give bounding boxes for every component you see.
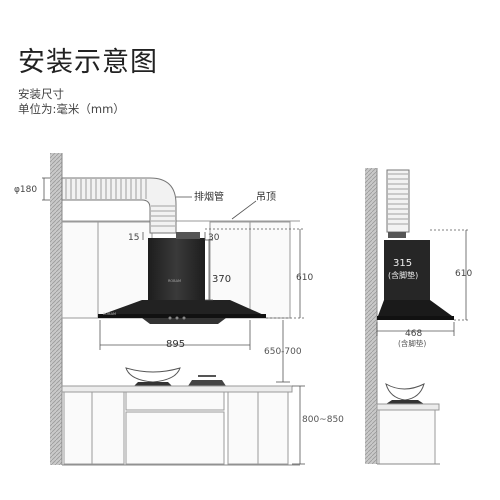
- hob-distance-label: 650-700: [264, 347, 302, 357]
- side-hood: [377, 232, 454, 320]
- dim-hob-distance: [276, 320, 290, 383]
- ceiling-leader: [231, 200, 257, 220]
- side-total-height-label: 610: [455, 269, 472, 279]
- hood-brand-text: ROBAM: [103, 312, 116, 316]
- stove: [125, 367, 226, 386]
- top-gap-left-label: 15: [128, 233, 139, 243]
- lower-cabinets: [61, 385, 293, 465]
- chimney-brand-text: ROBAM: [168, 279, 181, 283]
- dim-top-gaps: [142, 232, 206, 240]
- body-height-label: 370: [212, 274, 231, 285]
- side-depth-label: 468: [405, 329, 422, 339]
- hood-top-bracket: [176, 232, 200, 239]
- dim-body-height: [205, 239, 213, 301]
- width-label: 895: [166, 339, 185, 350]
- side-depth-note: (含脚垫): [398, 338, 426, 348]
- side-wall: [365, 168, 377, 464]
- dim-side-total-height: [430, 229, 470, 321]
- exhaust-pipe-label: 排烟管: [194, 190, 224, 203]
- dim-counter-height: [292, 385, 305, 465]
- side-lower-cabinet: [376, 403, 440, 465]
- total-height-label: 610: [296, 273, 313, 283]
- side-duct: [386, 169, 410, 233]
- ceiling-label: 吊顶: [256, 191, 276, 203]
- duct-diameter-label: φ180: [14, 185, 37, 195]
- dim-side-depth: [376, 322, 455, 336]
- hood-chimney: [148, 238, 205, 300]
- side-body-height-note: (含脚垫): [388, 270, 418, 280]
- page-subtitle-unit: 单位为:毫米（mm）: [18, 102, 125, 116]
- page-subtitle-size: 安装尺寸: [18, 87, 64, 101]
- side-stove: [385, 382, 425, 404]
- dim-width: [99, 320, 251, 350]
- counter-height-label: 800~850: [302, 415, 344, 425]
- dim-total-height: [205, 228, 305, 319]
- side-body-height-label: 315: [393, 258, 412, 269]
- top-gap-right-label: 30: [208, 233, 220, 243]
- hood-glass-panel: ROBAM: [98, 300, 266, 324]
- dim-duct-diameter: [42, 177, 50, 201]
- front-wall: [50, 153, 62, 465]
- page-title: 安装示意图: [18, 47, 158, 78]
- exhaust-duct: [61, 177, 177, 234]
